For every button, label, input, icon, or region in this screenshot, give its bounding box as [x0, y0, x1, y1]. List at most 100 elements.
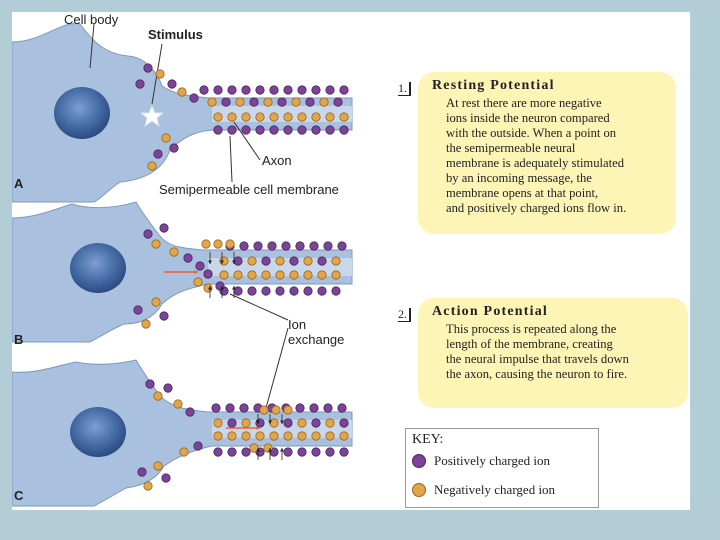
action-potential-title: Action Potential: [432, 304, 549, 319]
text-line: membrane opens at that point,: [446, 186, 599, 200]
positive-ion: [239, 241, 249, 251]
positive-ion: [297, 85, 307, 95]
positive-ion: [337, 403, 347, 413]
positive-ion: [267, 241, 277, 251]
positive-ion: [311, 447, 321, 457]
negative-ion: [233, 270, 243, 280]
positive-ion: [309, 241, 319, 251]
positive-ion: [249, 97, 259, 107]
negative-ion: [271, 405, 281, 415]
diagram-frame: Cell body Stimulus Axon Semipermeable ce…: [12, 12, 690, 510]
positive-ion: [289, 286, 299, 296]
positive-ion: [137, 467, 147, 477]
negative-ion: [297, 431, 307, 441]
positive-ion: [297, 447, 307, 457]
key-negative-label: Negatively charged ion: [434, 482, 556, 497]
positive-ion: [195, 261, 205, 271]
negative-ion: [255, 112, 265, 122]
positive-ion: [317, 256, 327, 266]
positive-ion: [309, 403, 319, 413]
negative-ion: [283, 112, 293, 122]
key-row-negative: Negatively charged ion: [412, 482, 555, 498]
negative-ion: [289, 270, 299, 280]
nucleus-b: [70, 243, 126, 293]
positive-ion: [339, 125, 349, 135]
action-potential-text: This process is repeated along the lengt…: [432, 322, 676, 382]
panel-letter-b: B: [14, 332, 24, 347]
negative-ion: [283, 431, 293, 441]
negative-ion: [219, 270, 229, 280]
positive-ion: [269, 85, 279, 95]
positive-ion: [317, 286, 327, 296]
negative-ion: [325, 431, 335, 441]
positive-ion: [303, 286, 313, 296]
negative-ion: [179, 447, 189, 457]
positive-ion: [311, 418, 321, 428]
arrow-head: [268, 420, 272, 424]
negative-ion: [311, 431, 321, 441]
positive-ion: [339, 447, 349, 457]
positive-ion: [227, 447, 237, 457]
positive-ion: [283, 85, 293, 95]
positive-ion: [339, 85, 349, 95]
label-cell-body: Cell body: [64, 12, 119, 27]
positive-ion: [193, 441, 203, 451]
positive-ion: [227, 418, 237, 428]
negative-ion: [311, 112, 321, 122]
nucleus-c: [70, 407, 126, 457]
negative-ion: [213, 239, 223, 249]
arrow-head: [256, 426, 260, 430]
label-membrane: Semipermeable cell membrane: [159, 182, 339, 197]
positive-ion: [161, 473, 171, 483]
negative-ion: [247, 270, 257, 280]
key-positive-label: Positively charged ion: [434, 453, 551, 468]
stimulus-star-icon: [139, 104, 165, 128]
negative-ion: [275, 270, 285, 280]
positive-ion: [133, 305, 143, 315]
positive-ion: [255, 418, 265, 428]
negative-ion: [331, 270, 341, 280]
negative-ion: [263, 97, 273, 107]
negative-ion: [141, 319, 151, 329]
action-potential-box: Action Potential This process is repeate…: [418, 298, 688, 408]
resting-potential-text: At rest there are more negative ions ins…: [432, 96, 664, 216]
negative-ion: [153, 391, 163, 401]
positive-ion: [261, 286, 271, 296]
negative-ion: [275, 256, 285, 266]
negative-ion: [297, 112, 307, 122]
positive-ion: [213, 125, 223, 135]
positive-ion: [339, 418, 349, 428]
negative-ion: [317, 270, 327, 280]
axon-core-b: [208, 258, 352, 276]
negative-ion: [283, 405, 293, 415]
positive-ion: [269, 125, 279, 135]
positive-ion: [167, 79, 177, 89]
positive-ion-icon: [412, 454, 426, 468]
positive-ion: [255, 85, 265, 95]
label-axon: Axon: [262, 153, 292, 168]
positive-ion: [261, 256, 271, 266]
key-title: KEY:: [412, 432, 444, 447]
positive-ion: [163, 383, 173, 393]
positive-ion: [311, 125, 321, 135]
negative-ion: [241, 112, 251, 122]
negative-ion: [153, 461, 163, 471]
negative-ion: [339, 431, 349, 441]
positive-ion: [227, 85, 237, 95]
arrow-head: [256, 448, 260, 452]
text-line: This process is repeated along the: [446, 322, 617, 336]
negative-ion: [161, 133, 171, 143]
text-line: the axon, causing the neuron to fire.: [446, 367, 628, 381]
negative-ion: [241, 431, 251, 441]
panel-letter-a: A: [14, 176, 24, 191]
positive-ion: [241, 447, 251, 457]
positive-ion: [185, 407, 195, 417]
positive-ion: [283, 447, 293, 457]
positive-ion: [323, 241, 333, 251]
positive-ion: [253, 241, 263, 251]
positive-ion: [283, 418, 293, 428]
negative-ion: [269, 431, 279, 441]
negative-ion: [255, 431, 265, 441]
negative-ion: [151, 297, 161, 307]
negative-ion: [325, 112, 335, 122]
